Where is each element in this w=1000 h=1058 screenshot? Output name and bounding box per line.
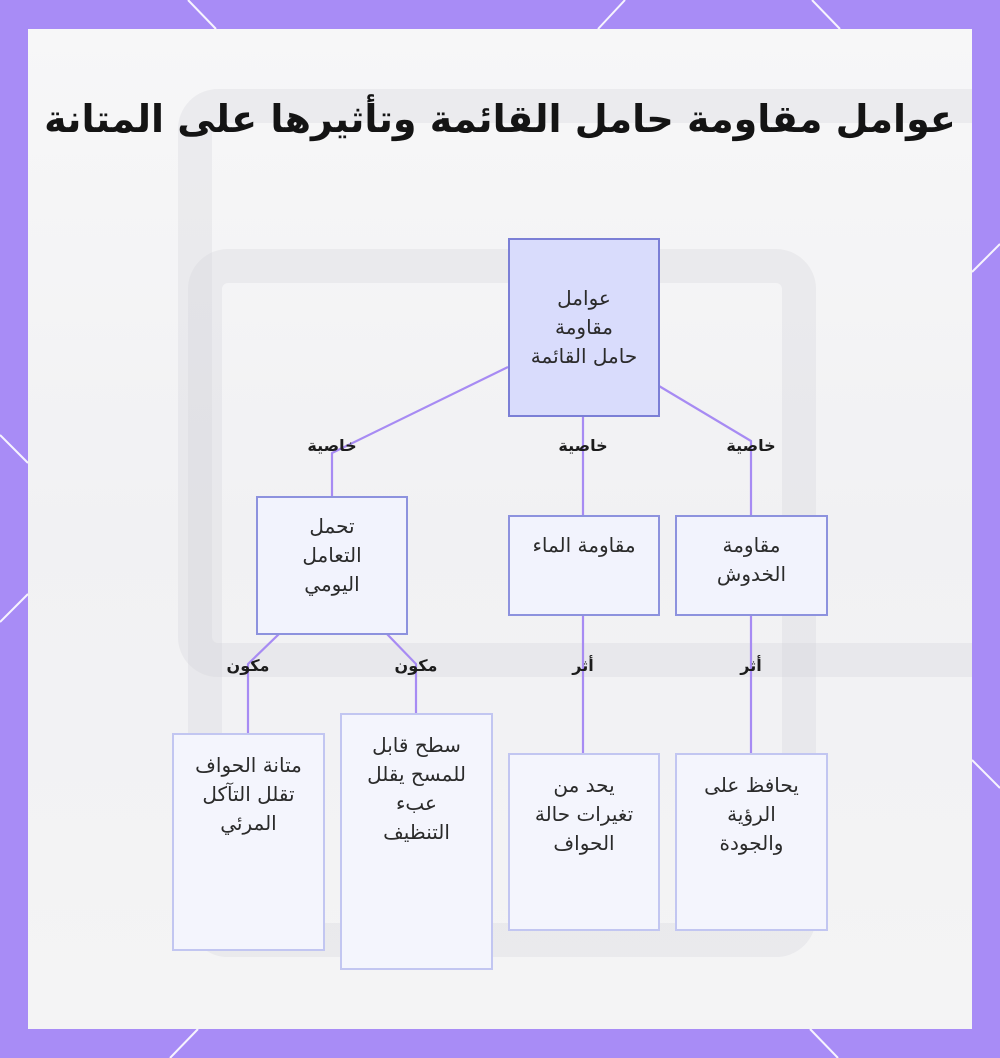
edge-root-scratch	[658, 385, 753, 516]
node-wipeable-surface[interactable]: سطح قابل للمسح يقلل عبء التنظيف	[340, 713, 493, 970]
edge-durability-edges	[246, 633, 280, 734]
edge-root-durability	[330, 366, 509, 497]
edge-label-component: مكون	[226, 656, 270, 675]
edge-label-effect: أثر	[572, 656, 594, 675]
node-root[interactable]: عوامل مقاومة حامل القائمة	[508, 238, 660, 417]
edge-label-property: خاصية	[726, 436, 776, 455]
edge-label-property: خاصية	[558, 436, 608, 455]
diagram-title: عوامل مقاومة حامل القائمة وتأثيرها على ا…	[44, 97, 956, 141]
edge-label-effect: أثر	[740, 656, 762, 675]
edge-label-property: خاصية	[307, 436, 357, 455]
edge-durability-wipeable	[386, 633, 418, 714]
background-shape	[178, 89, 972, 677]
node-edge-strength[interactable]: متانة الحواف تقلل التآكل المرئي	[172, 733, 325, 951]
node-daily-handling[interactable]: تحمل التعامل اليومي	[256, 496, 408, 635]
node-water-resistance[interactable]: مقاومة الماء	[508, 515, 660, 616]
node-limits-edge-changes[interactable]: يحد من تغيرات حالة الحواف	[508, 753, 660, 931]
edge-label-component: مكون	[394, 656, 438, 675]
node-keeps-visibility[interactable]: يحافظ على الرؤية والجودة	[675, 753, 828, 931]
node-scratch-resistance[interactable]: مقاومة الخدوش	[675, 515, 828, 616]
